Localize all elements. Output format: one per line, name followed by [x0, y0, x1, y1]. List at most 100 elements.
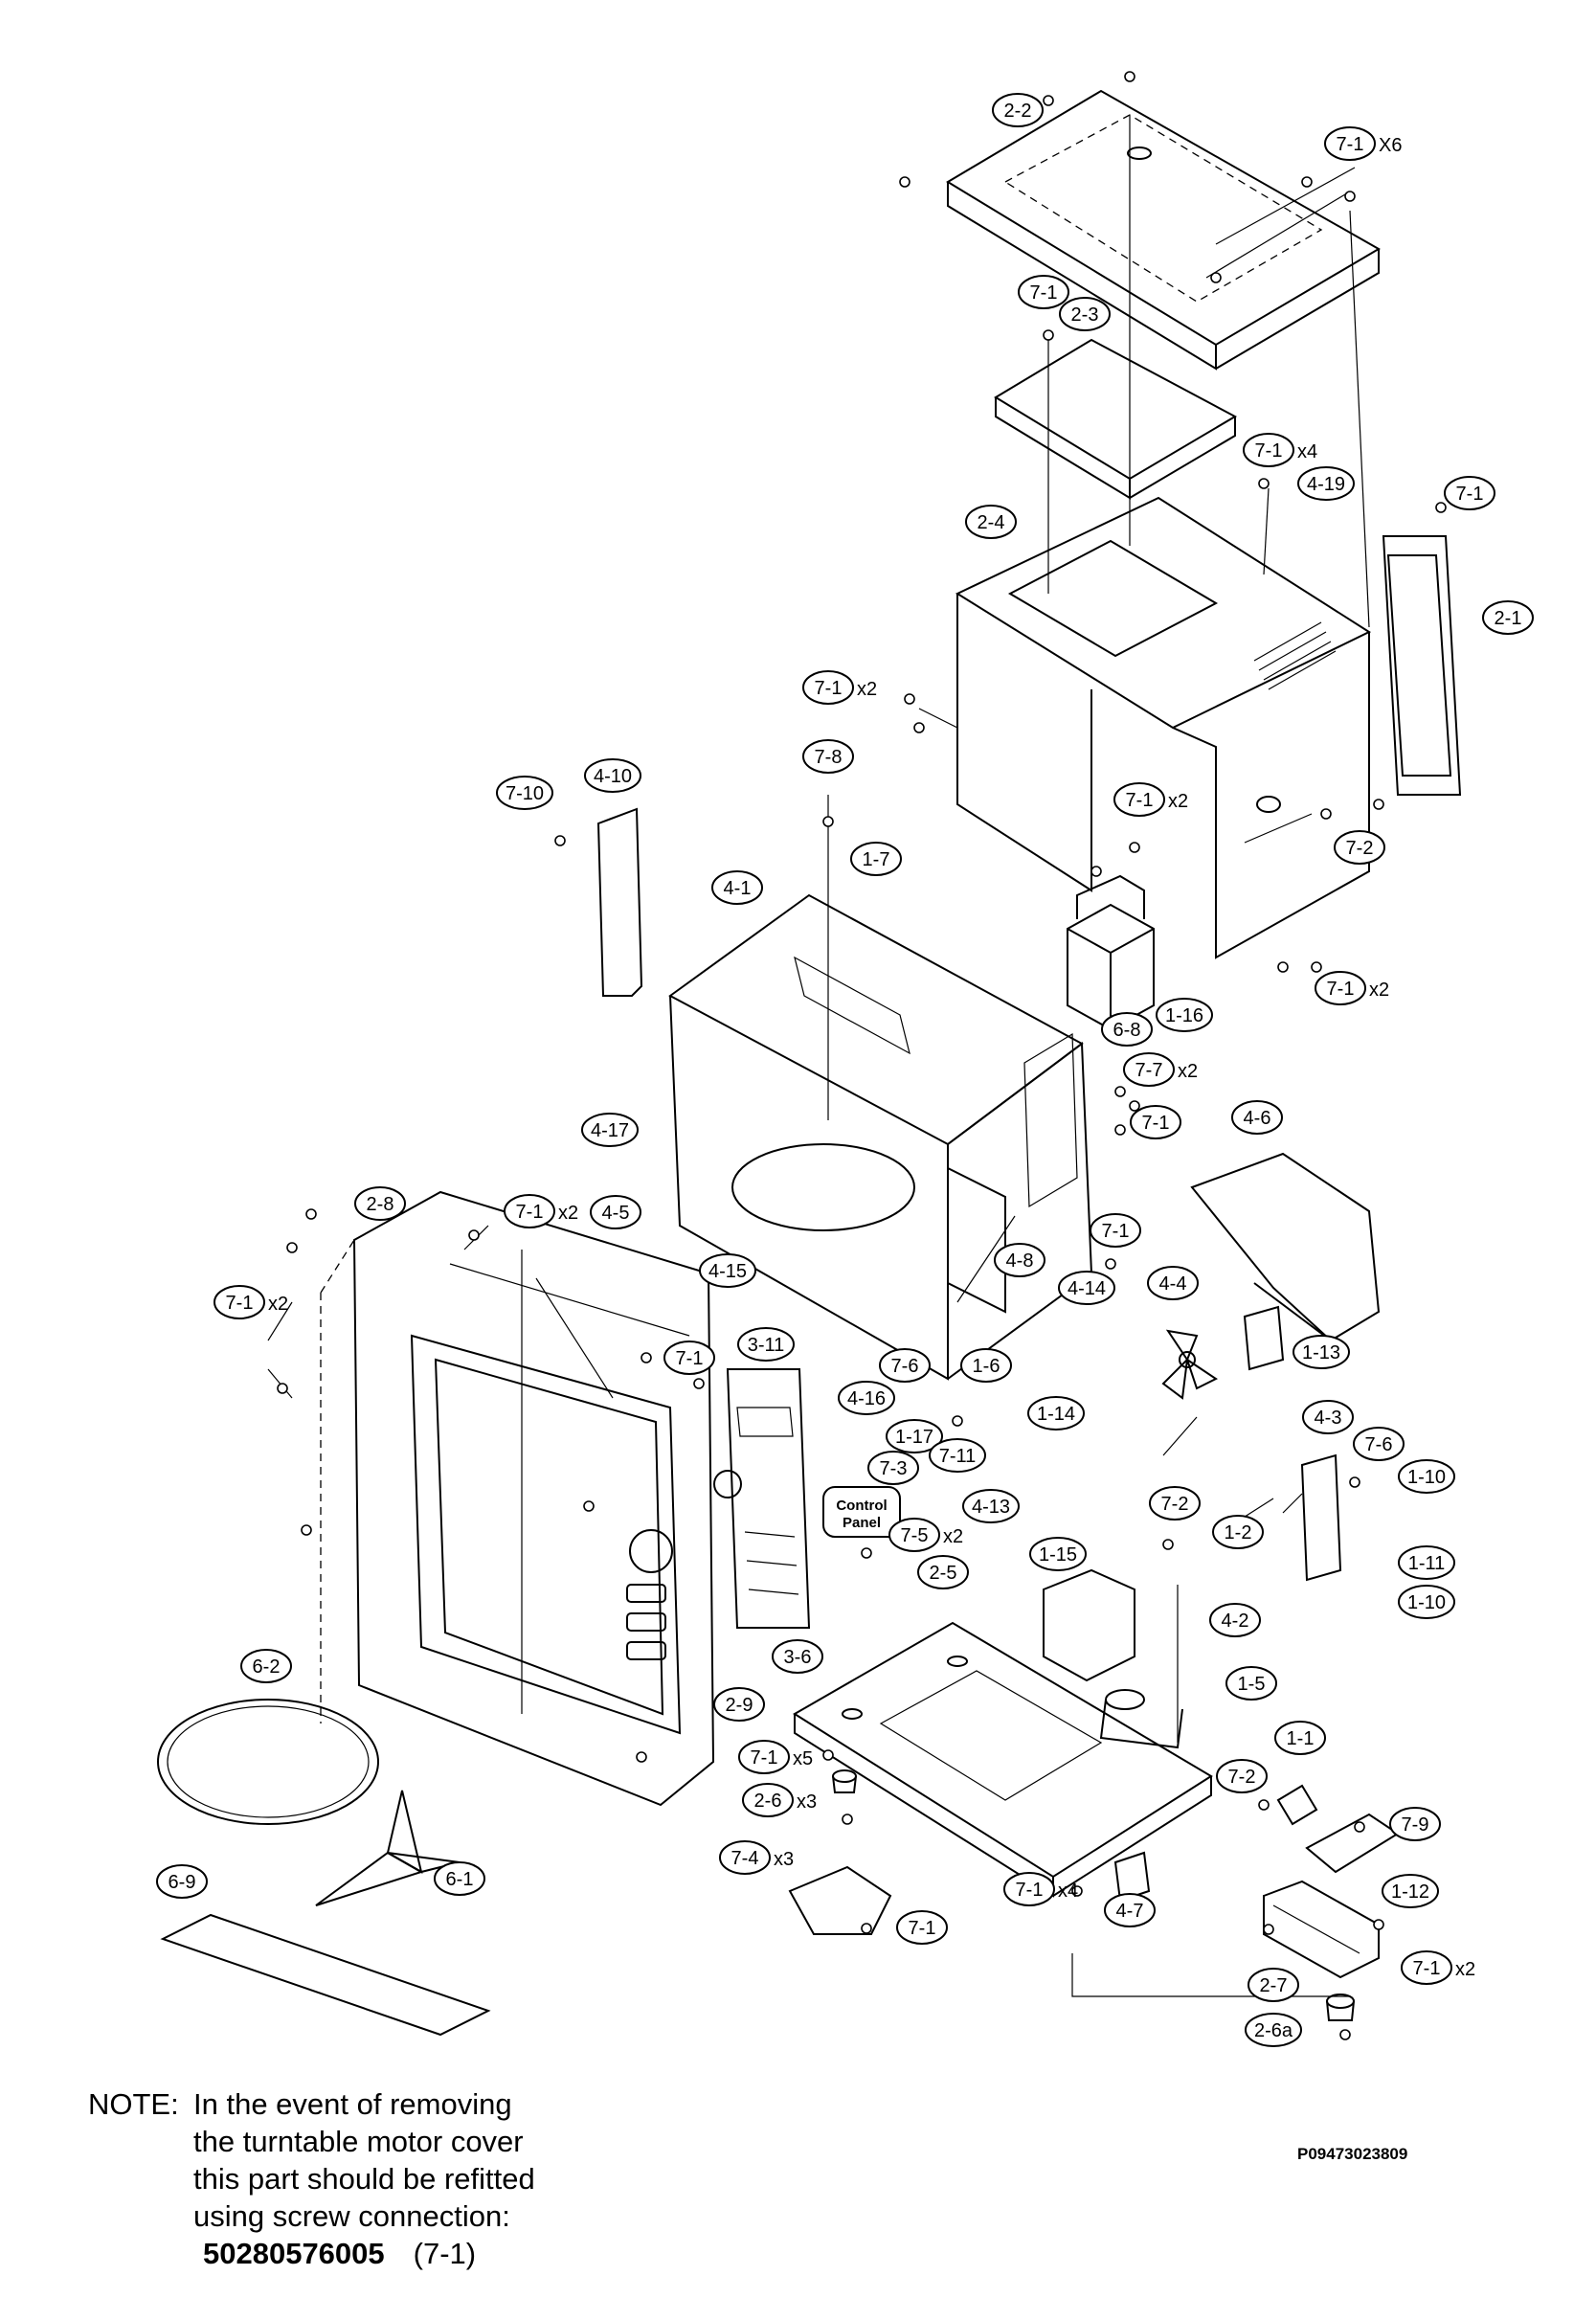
- callout-label: 7-6: [1365, 1434, 1393, 1455]
- callout-7-1: 7-1: [1444, 476, 1495, 510]
- heater-1-1: [1276, 1784, 1318, 1826]
- callout-quantity: x3: [797, 1791, 817, 1813]
- callout-3-6: 3-6: [772, 1639, 823, 1674]
- callout-bubble: [1027, 1396, 1085, 1431]
- callout-2-9: 2-9: [713, 1687, 765, 1722]
- callout-2-1: 2-1: [1482, 600, 1534, 635]
- callout-label: 1-10: [1407, 1467, 1446, 1488]
- callout-quantity: x3: [774, 1849, 794, 1870]
- callout-label: 1-1: [1287, 1728, 1315, 1749]
- callout-4-15: 4-15: [699, 1253, 756, 1288]
- callout-label: 3-6: [784, 1647, 812, 1668]
- callout-bubble: [929, 1438, 986, 1473]
- callout-6-2: 6-2: [240, 1649, 292, 1683]
- callout-label: 1-12: [1391, 1881, 1429, 1903]
- callout-label: 4-17: [591, 1120, 629, 1141]
- callout-bubble: [879, 1348, 931, 1383]
- strip-6-9: [160, 1913, 491, 2037]
- callout-label: 7-1: [1126, 790, 1154, 811]
- note-line-2: the turntable motor cover: [193, 2125, 524, 2158]
- callout-bubble: [992, 93, 1044, 127]
- callout-2-2: 2-2: [992, 93, 1044, 127]
- callout-1-6: 1-6: [960, 1348, 1012, 1383]
- callout-label: 2-9: [726, 1695, 753, 1716]
- callout-bubble: [1274, 1721, 1326, 1755]
- door-assembly-2-8: [320, 1190, 715, 1807]
- callout-label: 2-4: [978, 512, 1005, 533]
- callout-label: 7-1: [1030, 282, 1058, 304]
- bottom-vent-2-7: [1263, 1880, 1380, 1979]
- callout-bubble: [1398, 1585, 1455, 1619]
- callout-7-1: 7-1: [663, 1340, 715, 1375]
- callout-bubble: [1101, 1012, 1153, 1047]
- callout-1-7: 1-7: [850, 842, 902, 876]
- outer-cover-top-2-2: [946, 89, 1381, 371]
- control-panel-frame: [713, 1368, 811, 1629]
- callout-label: 4-8: [1006, 1250, 1034, 1272]
- callout-label: 7-1: [909, 1918, 936, 1939]
- callout-4-10: 4-10: [584, 758, 641, 793]
- callout-bubble: [1216, 1759, 1268, 1793]
- callout-bubble: [719, 1840, 771, 1875]
- callout-label: 6-9: [169, 1872, 196, 1893]
- callout-label: 1-5: [1238, 1674, 1266, 1695]
- callout-label: 1-11: [1408, 1553, 1446, 1574]
- callout-bubble: [663, 1340, 715, 1375]
- callout-label: 2-7: [1260, 1975, 1288, 1996]
- callout-bubble: [1059, 297, 1111, 331]
- callout-7-1: 7-1: [1018, 275, 1069, 309]
- callout-1-10: 1-10: [1398, 1459, 1455, 1494]
- callout-bubble: [240, 1649, 292, 1683]
- callout-bubble: [1029, 1537, 1087, 1571]
- callout-label: 4-4: [1159, 1273, 1187, 1295]
- callout-bubble: [1130, 1105, 1181, 1139]
- note-label: NOTE:: [88, 2087, 179, 2121]
- callout-label: 4-15: [708, 1261, 747, 1282]
- callout-label: 7-8: [815, 747, 843, 768]
- callout-4-1: 4-1: [711, 870, 763, 905]
- callout-4-7: 4-7: [1104, 1893, 1156, 1927]
- callout-label: 4-14: [1068, 1278, 1106, 1299]
- callout-4-3: 4-3: [1302, 1400, 1354, 1434]
- callout-label: 4-7: [1116, 1901, 1144, 1922]
- callout-bubble: [738, 1740, 790, 1774]
- callout-bubble: [737, 1327, 795, 1362]
- callout-1-17: 1-17: [886, 1419, 943, 1453]
- callout-label: 2-2: [1004, 101, 1032, 122]
- callout-bubble: [1482, 600, 1534, 635]
- callout-bubble: [917, 1555, 969, 1589]
- callout-bubble: [1225, 1666, 1277, 1701]
- callout-bubble: [1389, 1807, 1441, 1841]
- fan-blade-4-4: [1161, 1329, 1218, 1400]
- callout-bubble: [1209, 1603, 1261, 1637]
- callout-label: 1-13: [1302, 1342, 1340, 1363]
- callout-3-11: 3-11: [737, 1327, 795, 1362]
- callout-bubble: [584, 758, 641, 793]
- callout-label: 4-5: [602, 1203, 630, 1224]
- control-panel-tag: Control Panel: [822, 1486, 901, 1538]
- bracket-4-10: [596, 807, 643, 997]
- pcb-1-12: [1305, 1813, 1400, 1874]
- note-line-3: this part should be refitted: [193, 2162, 535, 2196]
- callout-label: 1-16: [1165, 1005, 1203, 1026]
- callout-label: 7-4: [731, 1848, 759, 1869]
- callout-bubble: [1398, 1459, 1455, 1494]
- callout-bubble: [504, 1194, 555, 1228]
- cover-plate-2-3: [994, 338, 1238, 500]
- callout-quantity: x4: [1058, 1881, 1078, 1902]
- base-plate-2-5: [793, 1621, 1213, 1898]
- callout-quantity: x2: [943, 1526, 963, 1547]
- callout-bubble: [960, 1348, 1012, 1383]
- callout-label: 7-1: [676, 1348, 704, 1369]
- callout-2-3: 2-3: [1059, 297, 1111, 331]
- callout-label: 6-1: [446, 1869, 474, 1890]
- callout-label: 4-13: [972, 1497, 1010, 1518]
- callout-bubble: [699, 1253, 756, 1288]
- callout-bubble: [1003, 1872, 1055, 1906]
- callout-label: 7-1: [751, 1747, 778, 1769]
